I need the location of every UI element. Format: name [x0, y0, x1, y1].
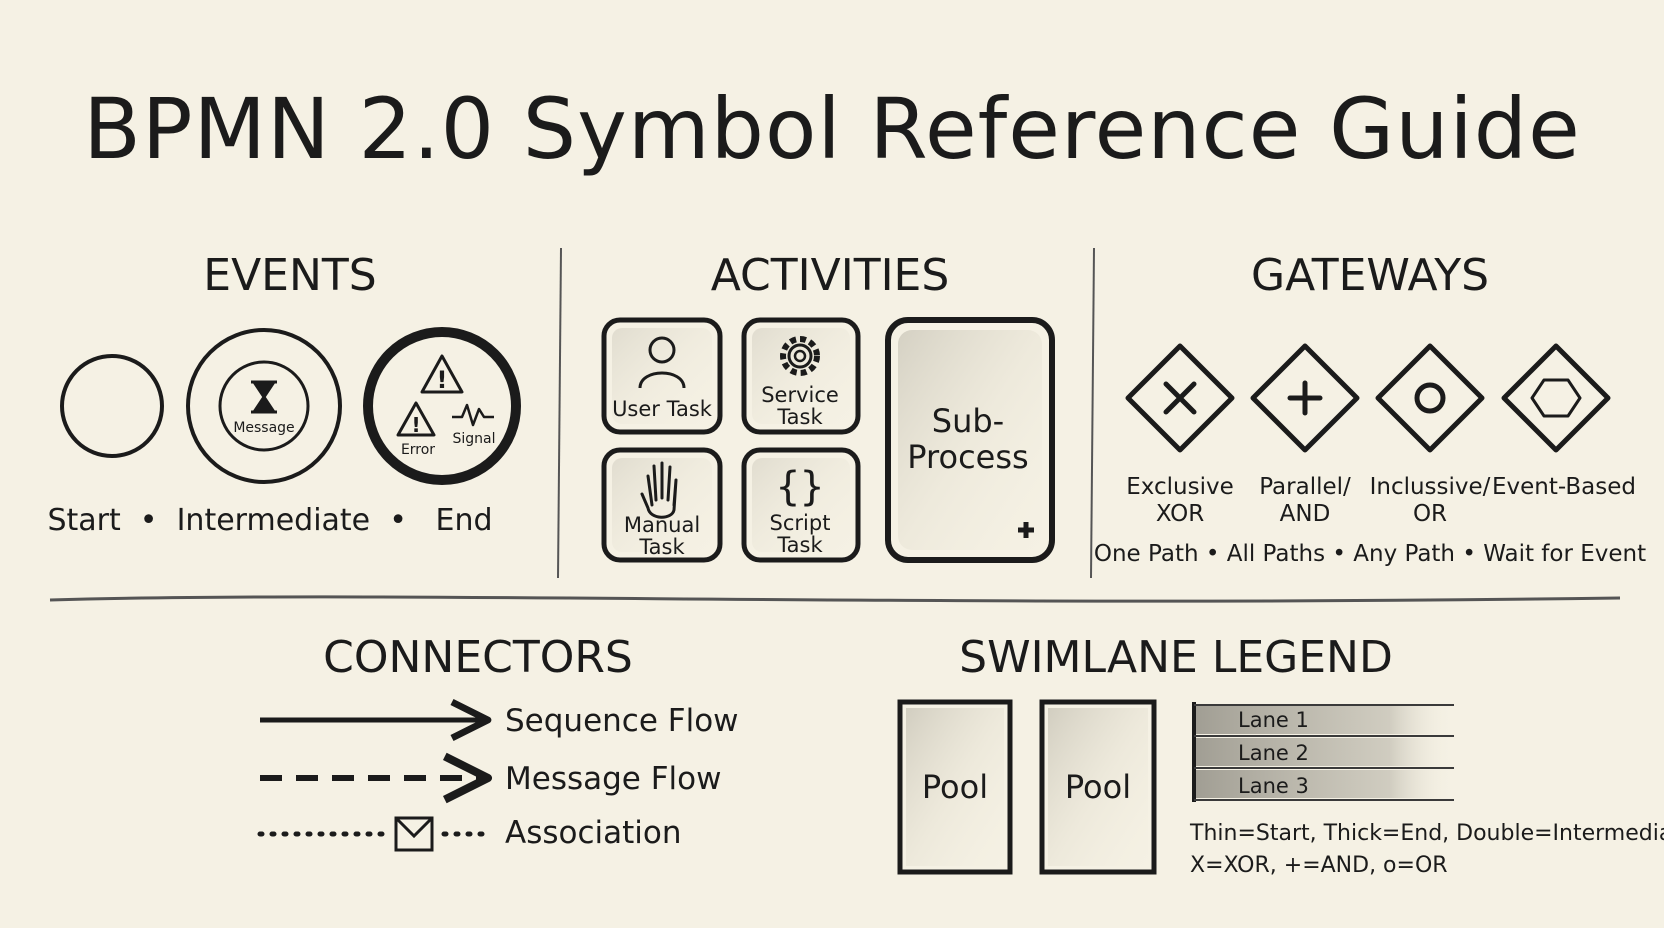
exclusive-label-line1: Exclusive — [1126, 474, 1234, 500]
manual-task-label-line1: Manual — [624, 513, 700, 537]
lane-3-label: Lane 3 — [1238, 774, 1309, 798]
svg-text:!: ! — [411, 413, 420, 437]
events-heading: EVENTS — [203, 250, 376, 301]
lane-2-label: Lane 2 — [1238, 741, 1309, 765]
swimlane-note-line2: X=XOR, +=AND, o=OR — [1190, 853, 1448, 878]
parallel-gateway-icon — [1250, 343, 1360, 453]
event-based-label-line1: Event-Based — [1492, 474, 1636, 500]
lane-1: Lane 1 — [1194, 704, 1454, 734]
pool-1-box: Pool — [897, 699, 1013, 875]
start-event-icon — [60, 354, 164, 458]
hourglass-icon — [251, 380, 277, 414]
inclusive-label-line1: Inclussive/ — [1370, 474, 1491, 500]
script-task-box: {} Script Task — [741, 447, 861, 563]
envelope-icon — [394, 816, 434, 852]
message-flow-label: Message Flow — [505, 761, 722, 797]
hand-icon — [640, 461, 678, 519]
plus-marker-icon — [1018, 522, 1034, 538]
pool-1-label: Pool — [922, 768, 988, 806]
parallel-label-line1: Parallel/ — [1259, 474, 1351, 500]
inclusive-label-line2: OR — [1413, 501, 1447, 527]
lane-1-label: Lane 1 — [1238, 708, 1309, 732]
exclusive-gateway-icon — [1125, 343, 1235, 453]
subprocess-label-line2: Process — [907, 438, 1028, 476]
pool-2-box: Pool — [1039, 699, 1157, 875]
parallel-label-line2: AND — [1280, 501, 1331, 527]
user-icon — [638, 336, 686, 389]
gear-icon — [780, 336, 820, 376]
association-label: Association — [505, 815, 682, 851]
message-label: Message — [233, 420, 294, 436]
gateways-caption: One Path • All Paths • Any Path • Wait f… — [1094, 541, 1646, 567]
service-task-label-line2: Task — [776, 405, 823, 429]
subprocess-label-line1: Sub- — [932, 402, 1004, 440]
curly-braces-icon: {} — [776, 464, 824, 510]
user-task-box: User Task — [601, 317, 723, 435]
events-caption: Start • Intermediate • End — [47, 503, 492, 538]
lane-2: Lane 2 — [1194, 735, 1454, 766]
intermediate-event-icon: Message — [186, 328, 342, 484]
signal-label: Signal — [452, 431, 495, 447]
warning-icon: ! — [420, 354, 464, 394]
swimlane-note-line1: Thin=Start, Thick=End, Double=Intermedia… — [1189, 821, 1664, 846]
error-label: Error — [401, 442, 435, 458]
connectors-heading: CONNECTORS — [323, 632, 633, 683]
activities-heading: ACTIVITIES — [711, 250, 950, 301]
end-event-icon: ! ! Error Signal — [363, 327, 521, 485]
pool-2-label: Pool — [1065, 768, 1131, 806]
script-task-label-line2: Task — [776, 533, 823, 557]
inclusive-gateway-icon — [1375, 343, 1485, 453]
divider-horizontal — [49, 595, 1621, 603]
divider-vertical-left — [557, 247, 562, 579]
swimlane-heading: SWIMLANE LEGEND — [959, 632, 1393, 683]
divider-vertical-right — [1090, 247, 1095, 579]
subprocess-box: Sub- Process — [885, 317, 1055, 563]
error-warning-icon: ! — [396, 401, 436, 437]
lanes-group: Lane 1 Lane 2 Lane 3 — [1192, 702, 1456, 802]
gateways-heading: GATEWAYS — [1251, 250, 1489, 301]
manual-task-box: Manual Task — [601, 447, 723, 563]
sequence-flow-label: Sequence Flow — [505, 703, 739, 739]
user-task-label: User Task — [612, 397, 713, 421]
service-task-box: Service Task — [741, 317, 861, 435]
script-task-label-line1: Script — [770, 511, 831, 535]
exclusive-label-line2: XOR — [1156, 501, 1204, 527]
manual-task-label-line2: Task — [638, 535, 685, 559]
page-title: BPMN 2.0 Symbol Reference Guide — [83, 80, 1581, 178]
lane-3: Lane 3 — [1194, 767, 1454, 801]
event-based-gateway-icon — [1501, 343, 1611, 453]
svg-text:!: ! — [437, 366, 448, 394]
service-task-label-line1: Service — [761, 383, 839, 407]
signal-wave-icon — [452, 403, 494, 427]
